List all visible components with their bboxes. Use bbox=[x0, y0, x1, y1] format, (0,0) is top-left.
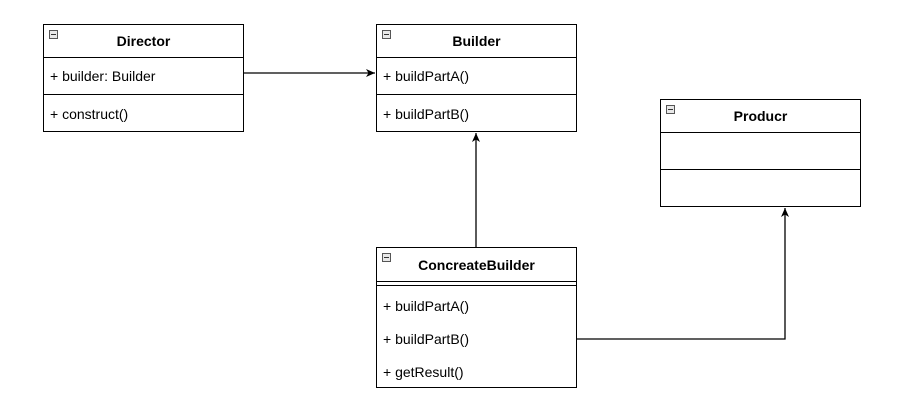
class-director-header[interactable]: Director bbox=[44, 25, 243, 58]
class-director[interactable]: Director + builder: Builder + construct(… bbox=[43, 24, 244, 132]
concretebuilder-to-producr-arrow bbox=[576, 208, 789, 340]
method-row: + construct() bbox=[50, 106, 129, 122]
attribute-row: + buildPartA() bbox=[383, 67, 469, 84]
method-row: + buildPartB() bbox=[383, 106, 469, 122]
collapse-icon[interactable] bbox=[382, 30, 391, 39]
attributes-section bbox=[661, 133, 860, 170]
attributes-section: + buildPartA() bbox=[377, 58, 576, 95]
method-row: + buildPartB() bbox=[383, 330, 469, 347]
class-builder[interactable]: Builder + buildPartA() + buildPartB() bbox=[376, 24, 577, 132]
methods-section: + construct() bbox=[44, 95, 243, 133]
collapse-icon[interactable] bbox=[49, 30, 58, 39]
collapse-icon[interactable] bbox=[666, 105, 675, 114]
class-builder-header[interactable]: Builder bbox=[377, 25, 576, 58]
attribute-row: + builder: Builder bbox=[50, 67, 156, 84]
methods-section bbox=[661, 170, 860, 206]
class-concreatebuilder[interactable]: ConcreateBuilder + buildPartA() + buildP… bbox=[376, 247, 577, 388]
method-row: + getResult() bbox=[383, 363, 464, 380]
class-name: Producr bbox=[733, 108, 788, 124]
class-name: Builder bbox=[452, 33, 501, 49]
class-producr[interactable]: Producr bbox=[660, 99, 861, 207]
class-name: Director bbox=[116, 33, 171, 49]
collapse-icon[interactable] bbox=[382, 253, 391, 262]
class-producr-header[interactable]: Producr bbox=[661, 100, 860, 133]
class-concreatebuilder-header[interactable]: ConcreateBuilder bbox=[377, 248, 576, 281]
class-name: ConcreateBuilder bbox=[418, 256, 535, 273]
methods-section: + buildPartB() bbox=[377, 95, 576, 133]
methods-section: + buildPartA() + buildPartB() + getResul… bbox=[377, 286, 576, 388]
attributes-section: + builder: Builder bbox=[44, 58, 243, 95]
method-row: + buildPartA() bbox=[383, 297, 469, 314]
attributes-section bbox=[377, 281, 576, 286]
